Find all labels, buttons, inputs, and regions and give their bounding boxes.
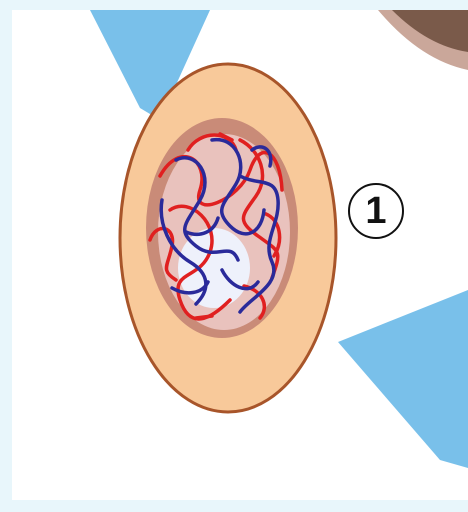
step-number-label: 1 (348, 183, 404, 239)
